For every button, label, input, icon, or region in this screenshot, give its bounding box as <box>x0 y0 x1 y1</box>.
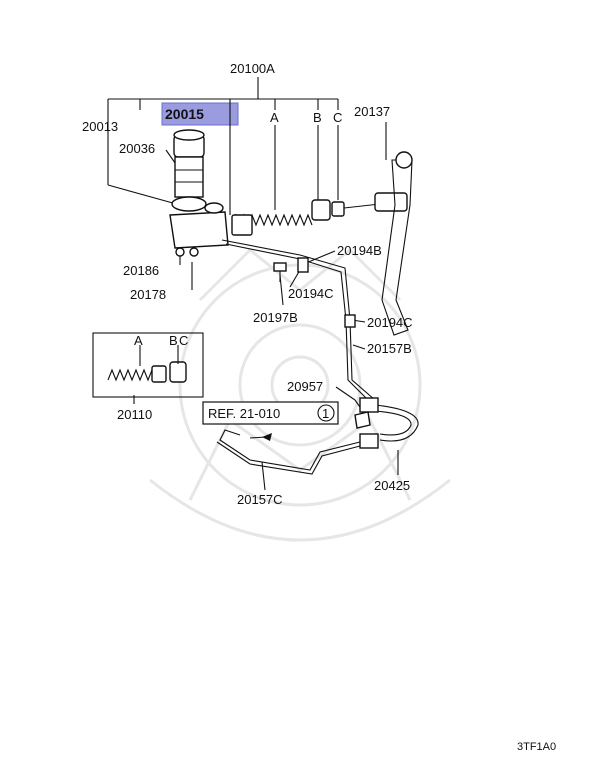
label-bracket-clip: 20957 <box>287 379 323 394</box>
ref-number: 1 <box>322 406 329 421</box>
label-reservoir: 20036 <box>119 141 155 156</box>
ref-box <box>202 401 339 425</box>
label-pipe-b: 20157B <box>367 341 412 356</box>
label-b-top: B <box>313 110 322 125</box>
assembly-bracket <box>107 77 399 491</box>
label-pushrod: 20137 <box>354 104 390 119</box>
label-c-top: C <box>333 110 342 125</box>
label-body: 20013 <box>82 119 118 134</box>
pipe-20157b <box>221 239 376 405</box>
label-a-top: A <box>270 110 279 125</box>
label-kit-b: B <box>169 333 178 348</box>
label-clamp-upper: 20194B <box>337 243 382 258</box>
highlight-box <box>161 102 239 126</box>
label-pipe-c: 20157C <box>237 492 283 507</box>
pipe-20157c <box>216 429 361 475</box>
ref-circle <box>317 404 335 422</box>
label-assembly: 20100A <box>230 61 275 76</box>
master-cylinder <box>169 129 413 336</box>
label-clamp-right: 20194C <box>367 315 413 330</box>
label-kit: 20110 <box>117 407 152 422</box>
label-clamp-mid: 20194C <box>288 286 334 301</box>
label-kit-c: C <box>179 333 188 348</box>
label-reservoir-cap: 20015 <box>165 106 204 122</box>
label-nut: 20186 <box>123 263 159 278</box>
hose-20425 <box>354 397 419 449</box>
label-bolt: 20197B <box>253 310 298 325</box>
label-washer: 20178 <box>130 287 166 302</box>
label-hose: 20425 <box>374 478 410 493</box>
label-kit-a: A <box>134 333 143 348</box>
figure-code: 3TF1A0 <box>517 741 556 753</box>
kit-20110 <box>92 332 204 398</box>
ref-text: REF. 21-010 <box>208 406 280 421</box>
